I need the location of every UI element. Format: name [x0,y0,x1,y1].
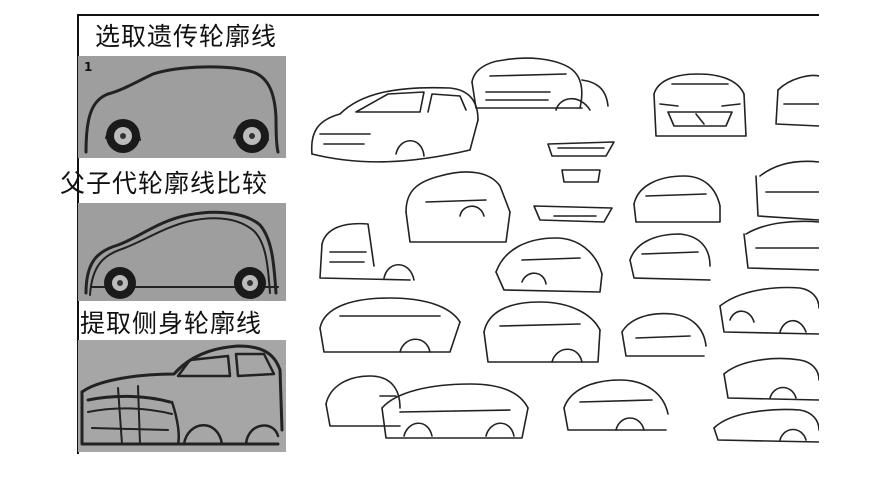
rear-wheel-icon [234,267,266,299]
sketch-car-front-view [653,73,747,137]
frame-top-border [77,14,819,16]
sketch-car-lower-left [319,222,415,281]
sketch-car-compact-right [629,175,721,281]
sketch-car-right-edge [743,74,819,271]
panel-number: 1 [84,60,93,74]
silhouette-contour-drawing [84,65,280,154]
panel-extracted-side-contour [78,340,286,452]
label-select-contour: 选取遗传轮廓线 [95,22,278,51]
rear-wheel-icon [235,119,269,153]
sketch-car-mid-center [495,237,603,293]
label-extract-side-contour: 提取侧身轮廓线 [80,309,263,338]
car-sketch-sheet [310,57,819,443]
sketch-car-top-front [471,57,609,111]
label-compare-contour: 父子代轮廓线比较 [60,169,269,198]
front-wheel-icon [106,119,140,153]
sketch-car-middle-row [319,286,819,363]
panel-silhouette-contour: 1 [78,56,286,158]
extracted-contour-drawing [80,344,284,446]
sketch-car-hatch-large [310,86,479,163]
front-wheel-icon [104,267,136,299]
comparison-contour-drawing [84,210,279,299]
sketch-car-mid-left [405,171,511,243]
panel-parent-child-comparison [78,203,286,301]
sketch-grille-details [533,141,615,223]
sketch-car-bottom-row [325,357,819,443]
